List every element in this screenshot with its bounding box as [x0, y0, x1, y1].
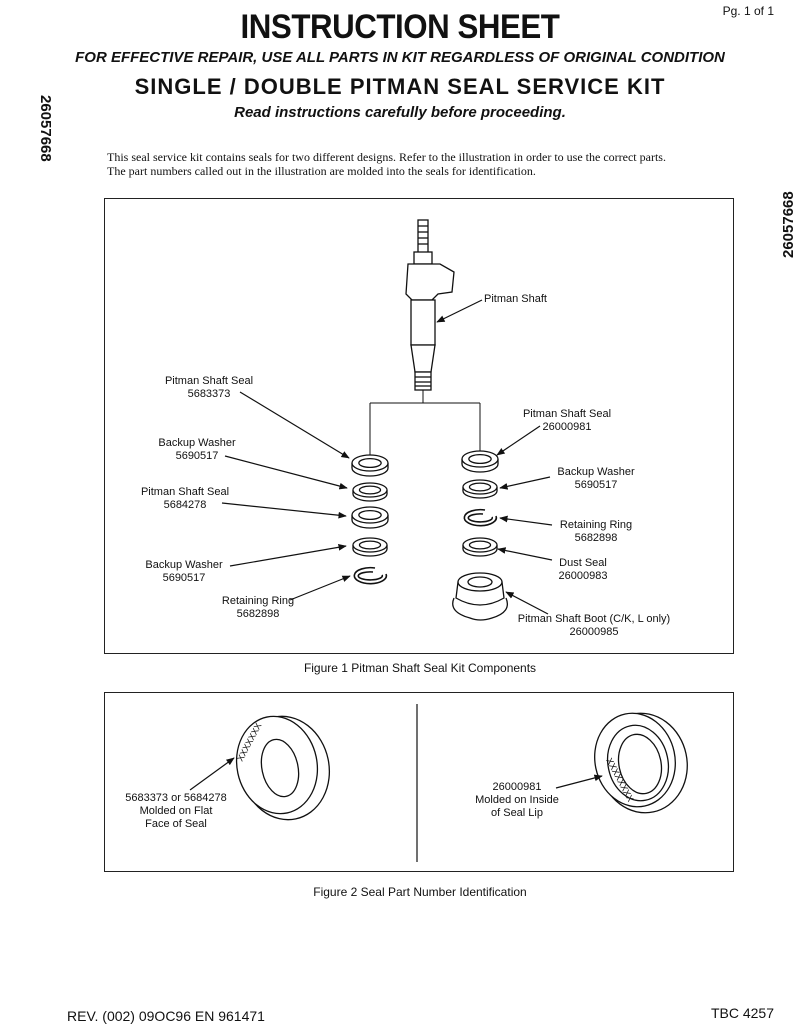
right-label-4-name: Dust Seal	[559, 557, 607, 569]
flat-face-pointer	[189, 757, 235, 791]
left-label-1-part: 5683373	[188, 388, 231, 400]
left-label-5-name: Retaining Ring	[222, 595, 294, 607]
left-label-1-name: Pitman Shaft Seal	[165, 375, 253, 387]
left-seal-5683373	[351, 454, 389, 477]
left-label-3-name: Pitman Shaft Seal	[141, 486, 229, 498]
right-label-5-name: Pitman Shaft Boot (C/K, L only)	[518, 613, 670, 625]
figure-1-frame	[104, 198, 734, 654]
lip-pointer	[555, 774, 603, 789]
left-seal-stack	[351, 454, 389, 585]
left-label-2-part: 5690517	[176, 450, 219, 462]
page-number: Pg. 1 of 1	[722, 4, 774, 18]
left-label-4-name: Backup Washer	[145, 559, 223, 571]
left-pointer-2	[224, 455, 348, 490]
right-pointer-5	[505, 591, 549, 615]
right-label-4-part: 26000983	[559, 570, 608, 582]
intro-line-1: This seal service kit contains seals for…	[107, 150, 666, 164]
left-pointer-5	[289, 575, 351, 601]
left-label-2-name: Backup Washer	[158, 437, 236, 449]
right-pointer-1	[496, 425, 541, 456]
left-retaining-ring	[353, 566, 388, 585]
pitman-shaft-drawing	[405, 219, 455, 391]
right-label-5-part: 26000985	[570, 626, 619, 638]
right-dust-seal	[462, 537, 498, 557]
right-pointer-2	[499, 476, 551, 490]
left-pointer-4	[229, 543, 347, 567]
left-pointer-3	[221, 502, 347, 519]
left-label-3-part: 5684278	[164, 499, 207, 511]
right-label-1-part: 26000981	[543, 421, 592, 433]
flat-face-line-1: 5683373 or 5684278	[125, 792, 227, 804]
flat-face-line-3: Face of Seal	[145, 818, 207, 830]
right-pointer-4	[497, 547, 553, 561]
page-title: INSTRUCTION SHEET	[240, 8, 560, 46]
right-label-2-name: Backup Washer	[557, 466, 635, 478]
lip-line-2: Molded on Inside	[475, 794, 559, 806]
right-label-1-name: Pitman Shaft Seal	[523, 408, 611, 420]
kit-title: SINGLE / DOUBLE PITMAN SEAL SERVICE KIT	[134, 74, 666, 99]
left-label-5-part: 5682898	[237, 608, 280, 620]
pitman-shaft-pointer	[436, 299, 483, 323]
right-pointer-3	[499, 515, 553, 526]
right-label-3-part: 5682898	[575, 532, 618, 544]
flat-face-seal-drawing	[235, 715, 331, 821]
right-label-2-part: 5690517	[575, 479, 618, 491]
left-washer-2	[352, 537, 388, 557]
flat-face-line-2: Molded on Flat	[140, 805, 213, 817]
right-label-3-name: Retaining Ring	[560, 519, 632, 531]
pitman-shaft-label: Pitman Shaft	[484, 293, 547, 305]
document-code: TBC 4257	[710, 1005, 774, 1021]
intro-text: This seal service kit contains seals for…	[107, 150, 747, 178]
left-seal-5684278	[351, 506, 389, 529]
lip-line-1: 26000981	[493, 781, 542, 793]
figure-2-frame	[104, 692, 734, 872]
left-pointer-1	[239, 391, 350, 459]
pitman-shaft-boot	[452, 572, 509, 621]
right-retaining-ring	[463, 508, 498, 527]
left-washer-1	[352, 482, 388, 502]
right-washer	[462, 479, 498, 499]
read-instructions: Read instructions carefully before proce…	[234, 104, 566, 121]
stack-bracket	[369, 390, 481, 455]
figure-1-caption: Figure 1 Pitman Shaft Seal Kit Component…	[303, 661, 537, 675]
right-seal-26000981	[461, 450, 499, 473]
intro-line-2: The part numbers called out in the illus…	[107, 164, 536, 178]
revision-code: REV. (002) 09OC96 EN 961471	[67, 1008, 265, 1024]
lip-line-3: of Seal Lip	[491, 807, 543, 819]
right-seal-stack	[452, 450, 509, 621]
left-label-4-part: 5690517	[163, 572, 206, 584]
repair-notice: FOR EFFECTIVE REPAIR, USE ALL PARTS IN K…	[75, 49, 725, 66]
figure-2-caption: Figure 2 Seal Part Number Identification	[313, 885, 527, 899]
lip-seal-drawing	[594, 712, 688, 814]
